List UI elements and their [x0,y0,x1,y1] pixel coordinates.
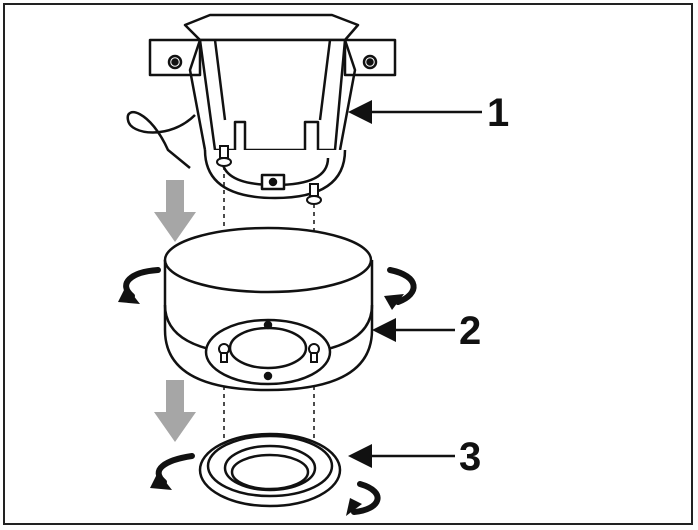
camera-dome-housing [163,226,374,392]
pointer-arrow-icon [348,444,455,468]
rotate-arrow-icon [384,267,417,310]
trim-ring [198,432,342,508]
pointer-arrow-icon [348,100,482,124]
down-arrow-icon [154,180,196,242]
cable [126,111,196,169]
screw-icon [308,343,320,363]
callout-label-1: 1 [487,91,509,135]
down-arrow-icon [154,380,196,442]
callout-label-2: 2 [459,309,481,353]
callout-label-3: 3 [459,435,481,479]
rotate-arrow-icon [118,267,161,304]
rotate-arrow-icon [150,453,195,490]
mounting-bracket [148,13,397,200]
screw-icon [218,343,230,363]
diagram-border [3,3,693,525]
pointer-arrow-icon [372,318,455,342]
screw-icon [216,145,232,167]
rotate-arrow-icon [346,481,381,516]
screw-icon [306,183,322,205]
